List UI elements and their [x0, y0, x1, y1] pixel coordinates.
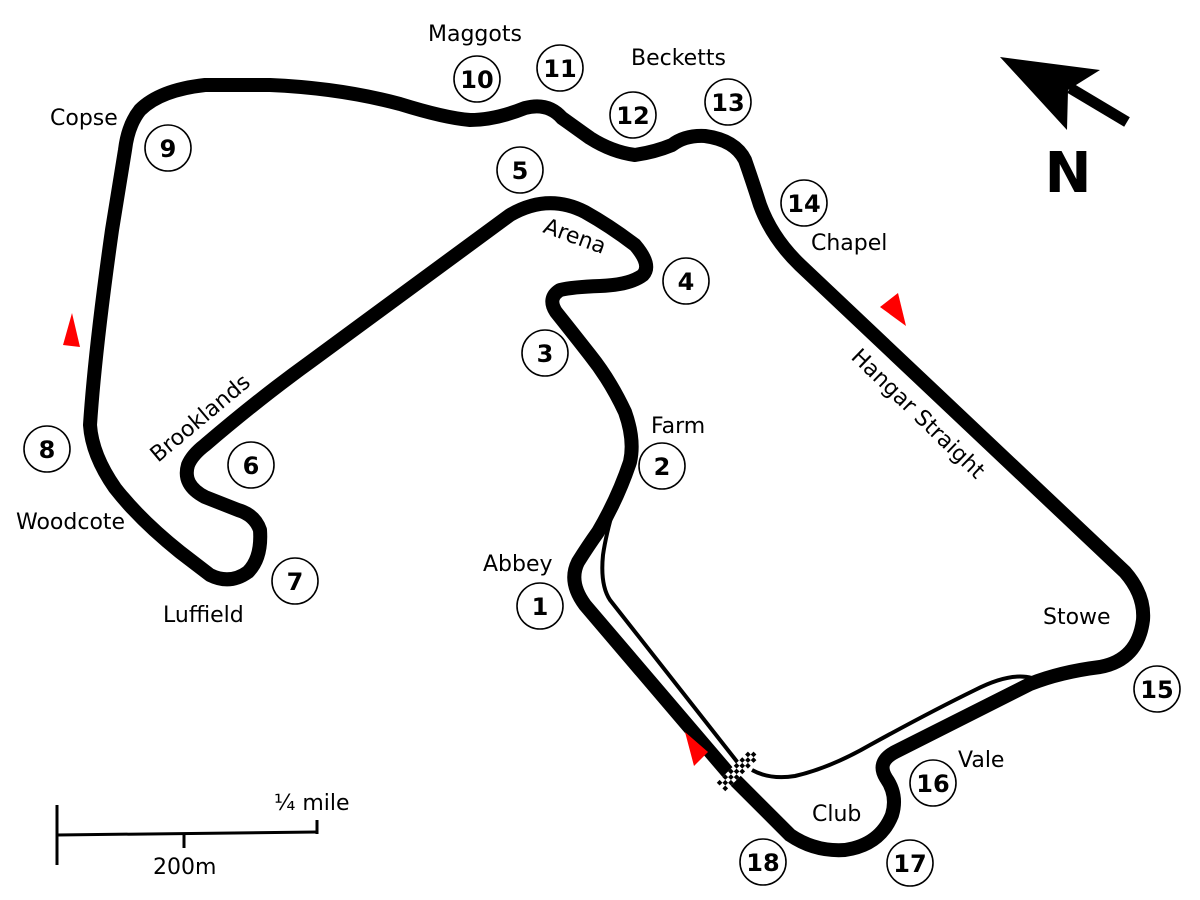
turn-marker-14: 14 [780, 179, 828, 227]
turn-marker-circle [1133, 665, 1181, 713]
turn-number: 2 [654, 453, 671, 481]
turn-number: 9 [160, 135, 177, 163]
turn-marker-circle [23, 425, 71, 473]
scale-label-metric: 200m [153, 855, 216, 880]
turn-number: 15 [1140, 676, 1173, 704]
pit-lane [600, 464, 744, 770]
corner-label-vale: Vale [958, 748, 1004, 773]
direction-arrow-icon [880, 293, 906, 326]
corner-label-club: Club [812, 802, 861, 827]
turn-marker-8: 8 [23, 425, 71, 473]
turn-marker-3: 3 [521, 329, 569, 377]
turn-number: 10 [460, 66, 493, 94]
turn-marker-10: 10 [453, 55, 501, 103]
turn-marker-circle [453, 55, 501, 103]
turn-marker-circle [739, 838, 787, 886]
direction-arrow-icon [63, 313, 80, 347]
turn-marker-11: 11 [536, 44, 584, 92]
corner-label-luffield: Luffield [163, 603, 244, 628]
turn-number: 5 [512, 157, 529, 185]
corner-label-chapel: Chapel [811, 231, 887, 256]
turn-marker-circle [662, 257, 710, 305]
corner-label-farm: Farm [651, 414, 705, 439]
turn-marker-circle [521, 329, 569, 377]
turn-number: 4 [678, 268, 695, 296]
turn-marker-18: 18 [739, 838, 787, 886]
turn-marker-circle [496, 146, 544, 194]
turn-marker-circle [609, 91, 657, 139]
corner-label-stowe: Stowe [1043, 605, 1111, 630]
corner-label-becketts: Becketts [631, 46, 726, 71]
north-label: N [1045, 141, 1092, 206]
turn-marker-16: 16 [909, 759, 957, 807]
turn-number: 14 [787, 190, 820, 218]
corner-label-maggots: Maggots [428, 22, 522, 47]
turn-number: 12 [616, 102, 649, 130]
direction-arrow-icon [685, 732, 708, 766]
turn-marker-circle [909, 759, 957, 807]
turn-number: 8 [39, 436, 56, 464]
turn-marker-circle [886, 839, 934, 887]
turn-number: 16 [916, 770, 949, 798]
turn-marker-5: 5 [496, 146, 544, 194]
turn-marker-circle [536, 44, 584, 92]
scale-bar [55, 805, 319, 865]
turn-marker-6: 6 [227, 441, 275, 489]
turn-marker-7: 7 [271, 557, 319, 605]
turn-number: 18 [746, 849, 779, 877]
turn-marker-12: 12 [609, 91, 657, 139]
turn-marker-15: 15 [1133, 665, 1181, 713]
turn-number: 11 [543, 55, 576, 83]
corner-label-abbey: Abbey [483, 552, 553, 577]
turn-marker-circle [516, 582, 564, 630]
turn-marker-1: 1 [516, 582, 564, 630]
turn-number: 17 [893, 850, 926, 878]
turn-marker-circle [227, 441, 275, 489]
turn-number: 13 [711, 89, 744, 117]
scale-label-imperial: ¼ mile [274, 791, 350, 816]
corner-label-woodcote: Woodcote [16, 510, 125, 535]
turn-marker-circle [144, 124, 192, 172]
turn-number: 7 [287, 568, 304, 596]
turn-marker-4: 4 [662, 257, 710, 305]
turn-number: 6 [243, 452, 260, 480]
corner-label-copse: Copse [50, 106, 118, 131]
turn-marker-13: 13 [704, 78, 752, 126]
north-arrow-icon [1000, 57, 1130, 130]
turn-number: 1 [532, 593, 549, 621]
turn-number: 3 [537, 340, 554, 368]
turn-marker-9: 9 [144, 124, 192, 172]
race-track [83, 78, 1151, 858]
turn-marker-2: 2 [638, 442, 686, 490]
turn-marker-circle [780, 179, 828, 227]
turn-marker-17: 17 [886, 839, 934, 887]
turn-marker-circle [638, 442, 686, 490]
turn-marker-circle [271, 557, 319, 605]
turn-marker-circle [704, 78, 752, 126]
pit-lane-exit [751, 674, 1033, 780]
